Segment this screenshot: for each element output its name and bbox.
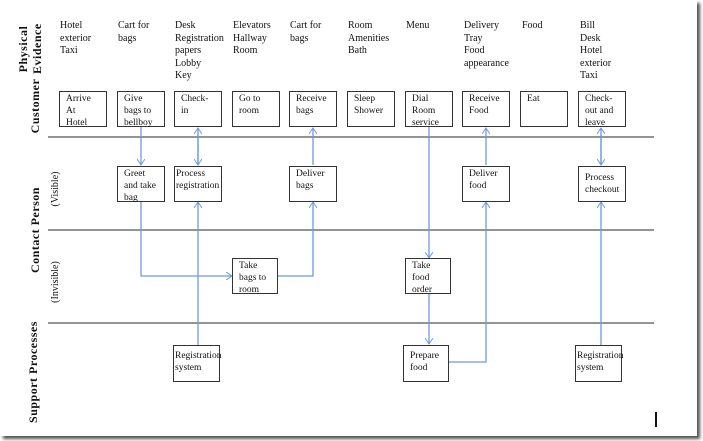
evidence-elevators: Elevators Hallway Room xyxy=(233,20,271,56)
support-registration-system-checkin: Registration system xyxy=(173,345,221,382)
contact-action-greet: Greet and take bag xyxy=(117,166,165,203)
arrow-greet-to-take-bags xyxy=(140,201,232,276)
evidence-cart-give-bags: Cart for bags xyxy=(118,20,150,44)
customer-action-check-in: Check- in xyxy=(174,91,222,127)
evidence-room: Room Amenities Bath xyxy=(348,20,390,56)
customer-action-go-to-room: Go to room xyxy=(232,91,280,127)
support-prepare-food: Prepare food xyxy=(403,345,449,382)
backstage-action-take-food-order: Take food order xyxy=(405,258,451,295)
evidence-hotel-arrival: Hotel exterior Taxi xyxy=(60,20,92,56)
evidence-registration-desk: Desk Registration papers Lobby Key xyxy=(175,20,224,81)
customer-action-receive-food: Receive Food xyxy=(462,91,510,127)
text-cursor xyxy=(655,412,657,427)
arrow-prepare-food-to-deliver-food xyxy=(449,202,486,363)
evidence-menu: Menu xyxy=(406,20,430,31)
arrow-take-bags-to-deliver-bags xyxy=(278,202,313,277)
contact-action-process-registration: Process registration xyxy=(174,166,222,202)
customer-action-arrive: Arrive At Hotel xyxy=(59,91,107,128)
customer-action-receive-bags: Receive bags xyxy=(289,91,337,127)
contact-action-deliver-bags: Deliver bags xyxy=(289,166,337,202)
evidence-food: Food xyxy=(522,20,543,31)
customer-action-eat: Eat xyxy=(520,91,568,127)
backstage-action-take-bags: Take bags to room xyxy=(232,258,278,295)
customer-action-give-bags: Give bags to bellboy xyxy=(117,91,165,128)
customer-action-sleep: Sleep Shower xyxy=(347,91,395,127)
evidence-checkout: Bill Desk Hotel exterior Taxi xyxy=(580,20,612,81)
evidence-delivery: Delivery Tray Food appearance xyxy=(464,20,509,69)
customer-action-checkout: Check- out and leave xyxy=(578,91,626,128)
customer-action-dial-room-service: Dial Room service xyxy=(405,91,453,128)
support-registration-system-checkout: Registration system xyxy=(575,345,623,382)
evidence-cart-receive-bags: Cart for bags xyxy=(290,20,322,44)
contact-action-process-checkout: Process checkout xyxy=(578,166,626,202)
contact-action-deliver-food: Deliver food xyxy=(462,166,510,202)
